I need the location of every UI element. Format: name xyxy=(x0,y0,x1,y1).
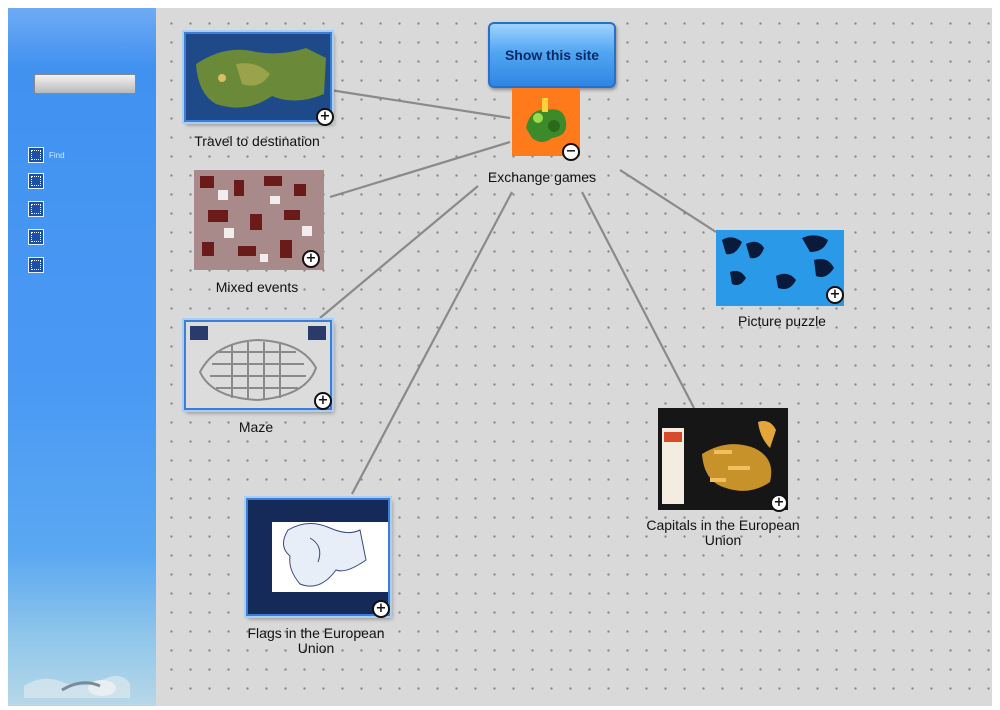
sidebar-item-find[interactable]: Find xyxy=(28,146,148,164)
node-thumbnail xyxy=(184,320,332,410)
grid-icon xyxy=(28,201,44,217)
expand-plus-icon[interactable]: + xyxy=(770,494,788,512)
sidebar-button[interactable] xyxy=(34,74,136,94)
expand-plus-icon[interactable]: + xyxy=(826,286,844,304)
grid-icon xyxy=(28,257,44,273)
sidebar: Find xyxy=(8,8,156,706)
sidebar-item-3[interactable] xyxy=(28,200,148,218)
node-label: Travel to destination xyxy=(194,133,320,149)
node-thumbnail xyxy=(658,408,788,510)
expand-plus-icon[interactable]: + xyxy=(314,392,332,410)
collapse-minus-icon[interactable]: − xyxy=(562,143,580,161)
node-label: Flags in the European Union xyxy=(247,625,385,656)
node-thumbnail xyxy=(184,32,332,122)
window-icon xyxy=(28,173,44,189)
grid-icon xyxy=(28,229,44,245)
node-thumbnail xyxy=(194,170,324,270)
node-label: Mixed events xyxy=(215,279,299,295)
center-node-label: Exchange games xyxy=(487,169,597,185)
sidebar-item-label: Find xyxy=(49,150,65,160)
show-site-button[interactable]: Show this site xyxy=(488,22,616,88)
binoculars-icon xyxy=(28,147,44,163)
node-label: Capitals in the European Union xyxy=(646,517,800,548)
expand-plus-icon[interactable]: + xyxy=(372,600,390,618)
node-thumbnail xyxy=(246,498,390,616)
expand-plus-icon[interactable]: + xyxy=(316,108,334,126)
sidebar-item-4[interactable] xyxy=(28,228,148,246)
expand-plus-icon[interactable]: + xyxy=(302,250,320,268)
logo xyxy=(24,675,130,698)
sidebar-item-5[interactable] xyxy=(28,256,148,274)
node-label: Picture puzzle xyxy=(738,313,826,329)
node-thumbnail xyxy=(716,230,844,306)
node-label: Maze xyxy=(238,419,274,435)
sidebar-item-2[interactable] xyxy=(28,172,148,190)
sidebar-highlight xyxy=(8,8,156,68)
